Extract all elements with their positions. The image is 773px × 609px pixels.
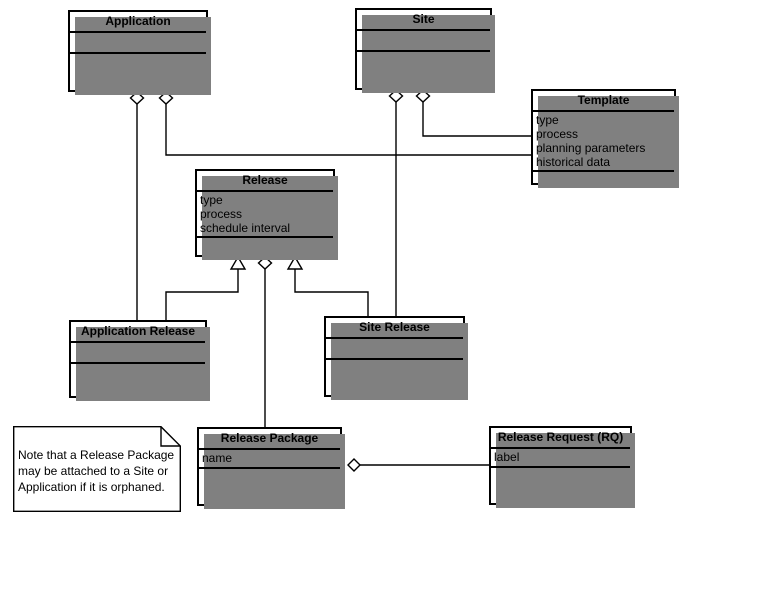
class-attributes-template: type process planning parameters histori…: [533, 112, 674, 172]
class-attributes-site-release: [326, 339, 463, 360]
attribute-row: label: [494, 450, 520, 464]
edge-site-release-generalization: [286, 255, 369, 316]
class-title-release: Release: [197, 171, 333, 192]
class-title-site-release: Site Release: [326, 318, 463, 339]
note-line: Note that a Release Package: [18, 448, 175, 462]
class-box-site-release[interactable]: Site Release: [324, 316, 468, 400]
attribute-row: planning parameters: [536, 141, 646, 155]
class-title-template: Template: [533, 91, 674, 112]
note-line: Application if it is orphaned.: [18, 480, 165, 494]
edge-release-to-release-package: [257, 256, 273, 427]
class-attributes-release-request: label: [491, 449, 630, 468]
attribute-row: schedule interval: [200, 221, 291, 235]
class-title-application: Application: [70, 12, 206, 33]
note-line: may be attached to a Site or: [18, 464, 169, 478]
attribute-row: name: [202, 451, 233, 465]
edge-site-to-template: [415, 89, 531, 137]
class-box-release-package[interactable]: Release Package name: [197, 427, 345, 509]
class-box-release-request[interactable]: Release Request (RQ) label: [489, 426, 635, 508]
class-box-site[interactable]: Site: [355, 8, 495, 93]
edge-application-to-application-release: [129, 91, 145, 320]
class-attributes-release-package: name: [199, 450, 340, 469]
class-title-site: Site: [357, 10, 490, 31]
class-operations-release: [197, 238, 333, 255]
class-attributes-application-release: [71, 343, 205, 364]
class-operations-template: [533, 172, 674, 183]
class-title-release-package: Release Package: [199, 429, 340, 450]
class-operations-release-request: [491, 468, 630, 503]
class-operations-release-package: [199, 469, 340, 504]
edge-release-package-to-release-request: [347, 458, 489, 472]
note-shape: [13, 426, 181, 512]
class-box-application[interactable]: Application: [68, 10, 211, 95]
class-operations-application: [70, 54, 206, 90]
edge-site-to-site-release: [388, 89, 404, 316]
note-text: Note that a Release Package may be attac…: [18, 447, 175, 495]
class-operations-application-release: [71, 364, 205, 396]
class-operations-site-release: [326, 360, 463, 395]
class-title-release-request: Release Request (RQ): [491, 428, 630, 449]
attribute-row: process: [200, 207, 243, 221]
class-box-application-release[interactable]: Application Release: [69, 320, 210, 401]
attribute-row: process: [536, 127, 579, 141]
class-attributes-release: type process schedule interval: [197, 192, 333, 238]
class-box-template[interactable]: Template type process planning parameter…: [531, 89, 679, 188]
edge-application-to-template: [158, 91, 531, 156]
class-box-release[interactable]: Release type process schedule interval: [195, 169, 338, 260]
class-attributes-site: [357, 31, 490, 52]
class-operations-site: [357, 52, 490, 88]
note-orphan-release-package[interactable]: Note that a Release Package may be attac…: [13, 426, 181, 512]
attribute-row: type: [536, 113, 559, 127]
attribute-row: historical data: [536, 155, 611, 169]
class-title-application-release: Application Release: [71, 322, 205, 343]
edge-application-release-generalization: [165, 255, 247, 320]
attribute-row: type: [200, 193, 223, 207]
class-attributes-application: [70, 33, 206, 54]
